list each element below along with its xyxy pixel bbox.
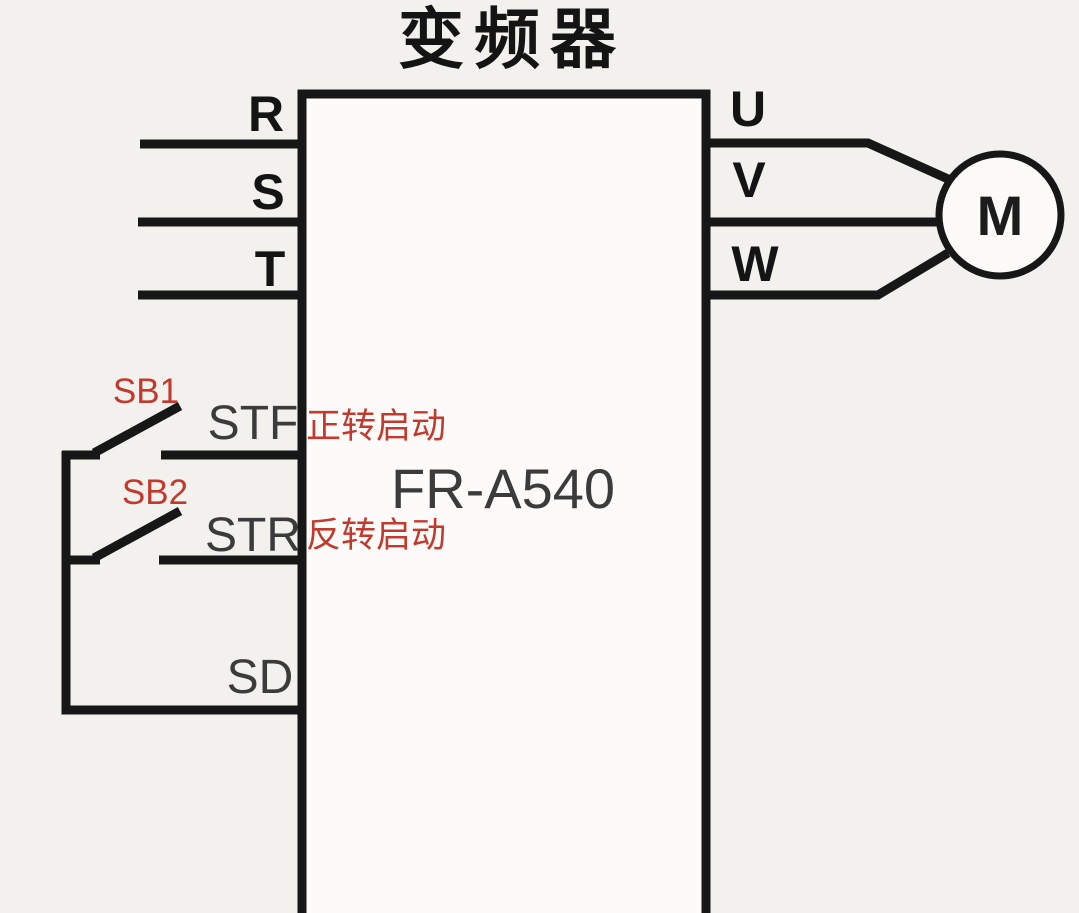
terminal-label-stf: STF	[208, 397, 299, 450]
annotation-forward-start: 正转启动	[306, 407, 446, 447]
terminal-label-s: S	[251, 164, 284, 220]
terminal-label-u: U	[730, 81, 766, 137]
terminal-label-r: R	[248, 86, 284, 142]
switch-sb1-blade[interactable]	[91, 402, 183, 457]
switch-label-sb1: SB1	[113, 372, 179, 411]
diagram-title: 变频器	[398, 1, 626, 78]
annotation-reverse-start: 反转启动	[306, 516, 446, 556]
output-wire-u	[706, 138, 950, 184]
inverter-model-label: FR-A540	[391, 457, 615, 520]
terminal-label-w: W	[731, 236, 779, 292]
switch-label-sb2: SB2	[122, 473, 188, 512]
motor-label: M	[977, 184, 1024, 247]
motor-circle	[935, 150, 1065, 280]
terminal-label-t: T	[255, 241, 286, 297]
switch-sb2-blade[interactable]	[91, 507, 183, 562]
inverter-box	[297, 89, 711, 913]
terminal-label-str: STR	[205, 509, 301, 562]
terminal-label-sd: SD	[227, 651, 294, 704]
terminal-label-v: V	[732, 152, 766, 208]
output-wire-w	[706, 249, 951, 300]
control-common-wire	[61, 451, 302, 715]
